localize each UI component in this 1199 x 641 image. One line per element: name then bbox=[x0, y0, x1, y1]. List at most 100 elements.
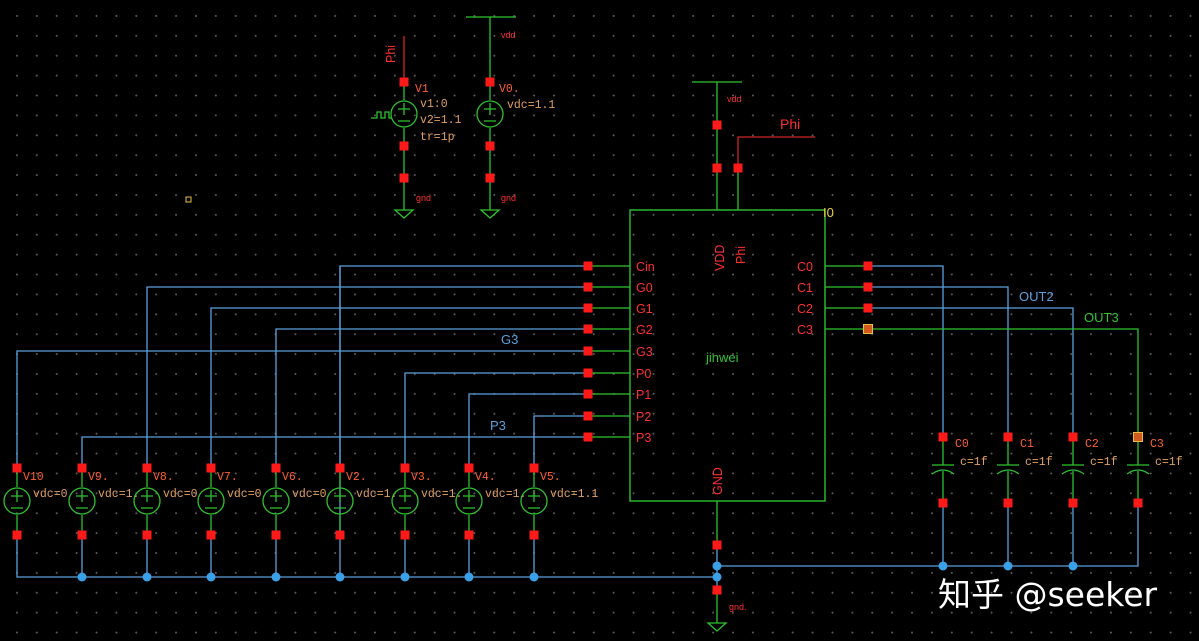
capacitor-0: C0c=1f bbox=[931, 437, 988, 503]
capacitor-1: C1c=1f bbox=[996, 437, 1053, 503]
capacitor-symbol bbox=[1061, 437, 1085, 503]
bottom-source-5: V2.vdc=1. bbox=[326, 468, 397, 535]
pin-square bbox=[583, 324, 593, 334]
pin-square bbox=[1068, 432, 1078, 442]
net-phi-block: Phi bbox=[780, 116, 800, 132]
source-circle bbox=[197, 487, 225, 515]
junction-dot bbox=[938, 561, 948, 571]
pin-square bbox=[863, 282, 873, 292]
v1-param-0: v1:0 bbox=[420, 98, 448, 111]
source-param: vdc=0 bbox=[163, 488, 198, 501]
capacitor-name: C2 bbox=[1085, 438, 1099, 451]
pin-label-cin: Cin bbox=[636, 260, 655, 274]
net-p3-label: P3 bbox=[490, 418, 506, 433]
pin-square bbox=[583, 368, 593, 378]
pin-label-c1: C1 bbox=[797, 281, 813, 295]
source-param: vdc=1.1 bbox=[550, 488, 598, 501]
bottom-source-2: V8.vdc=0 bbox=[133, 468, 198, 535]
source-circle bbox=[326, 487, 354, 515]
source-name: V10 bbox=[23, 471, 44, 484]
junction-dot bbox=[271, 572, 281, 582]
source-circle bbox=[3, 487, 31, 515]
pin-phi-label: Phi bbox=[734, 246, 748, 264]
pin-square bbox=[399, 77, 409, 87]
jinwei-block[interactable] bbox=[629, 209, 826, 502]
capacitor-param: c=1f bbox=[1025, 456, 1053, 469]
pin-square bbox=[464, 530, 474, 540]
source-polarity bbox=[76, 490, 88, 509]
pin-square bbox=[485, 173, 495, 183]
pin-square bbox=[1003, 432, 1013, 442]
pin-square bbox=[733, 163, 743, 173]
junction-dot bbox=[1003, 561, 1013, 571]
pin-square bbox=[335, 463, 345, 473]
pin-square bbox=[529, 463, 539, 473]
junction-dot bbox=[77, 572, 87, 582]
net-gnd-v0: gnd bbox=[501, 193, 516, 203]
pin-square bbox=[485, 77, 495, 87]
source-param: vdc=1. bbox=[421, 488, 462, 501]
source-param: vdc=1. bbox=[98, 488, 139, 501]
pin-square bbox=[712, 163, 722, 173]
junction-dot bbox=[712, 561, 722, 571]
capacitor-name: C3 bbox=[1150, 438, 1164, 451]
bottom-source-7: V4.vdc=1. bbox=[455, 468, 526, 535]
pins bbox=[12, 77, 1143, 595]
net-vdd-top: vdd bbox=[501, 30, 516, 40]
source-name: V4. bbox=[475, 471, 496, 484]
capacitor-param: c=1f bbox=[1155, 456, 1183, 469]
net-phi-top: Phi bbox=[384, 45, 398, 63]
watermark: 知乎 @seeker bbox=[938, 575, 1158, 614]
source-name: V3. bbox=[411, 471, 432, 484]
pin-square-highlight bbox=[1133, 432, 1143, 442]
junction-dot bbox=[335, 572, 345, 582]
output-wires bbox=[716, 265, 1139, 590]
capacitor-symbol bbox=[1126, 437, 1150, 503]
bottom-source-3: V7.vdc=0 bbox=[197, 468, 262, 535]
pin-square bbox=[938, 498, 948, 508]
capacitor-symbol bbox=[931, 437, 955, 503]
instance-label: I0 bbox=[823, 205, 834, 220]
pin-square bbox=[142, 463, 152, 473]
net-vdd-block: vdd bbox=[727, 94, 742, 104]
source-circle bbox=[391, 487, 419, 515]
junction-dot bbox=[712, 572, 722, 582]
pin-square bbox=[938, 432, 948, 442]
pin-square-highlight bbox=[863, 324, 873, 334]
source-circle bbox=[455, 487, 483, 515]
pin-label-g2: G2 bbox=[636, 323, 653, 337]
pin-square bbox=[583, 389, 593, 399]
pin-square bbox=[77, 463, 87, 473]
junction-dot bbox=[206, 572, 216, 582]
pin-square bbox=[271, 463, 281, 473]
bottom-source-8: V5. vdc=1.1 bbox=[520, 468, 598, 535]
source-param: vdc=0 bbox=[33, 488, 68, 501]
pin-square bbox=[485, 141, 495, 151]
source-name: V9. bbox=[88, 471, 109, 484]
pin-label-c2: C2 bbox=[797, 302, 813, 316]
source-name: V6. bbox=[282, 471, 303, 484]
junction-dots bbox=[77, 561, 1078, 582]
junction-dot bbox=[529, 572, 539, 582]
pin-square bbox=[583, 432, 593, 442]
source-polarity bbox=[270, 490, 282, 509]
source-param: vdc=0 bbox=[227, 488, 262, 501]
net-gnd-block: gnd. bbox=[729, 602, 747, 612]
junction-dot bbox=[400, 572, 410, 582]
marker bbox=[185, 196, 192, 203]
pin-square bbox=[206, 463, 216, 473]
capacitor-param: c=1f bbox=[1090, 456, 1118, 469]
net-g3-label: G3 bbox=[501, 332, 518, 347]
source-param: vdc=0 bbox=[292, 488, 327, 501]
top-source-v0[interactable] bbox=[466, 16, 516, 219]
pin-vdd-label: VDD bbox=[713, 245, 727, 271]
pin-square bbox=[12, 530, 22, 540]
pin-square bbox=[399, 141, 409, 151]
pin-label-g0: G0 bbox=[636, 281, 653, 295]
source-name: V5. bbox=[540, 471, 561, 484]
pin-label-p0: P0 bbox=[636, 367, 651, 381]
pin-label-c0: C0 bbox=[797, 260, 813, 274]
source-polarity bbox=[399, 490, 411, 509]
input-wires bbox=[16, 265, 717, 578]
